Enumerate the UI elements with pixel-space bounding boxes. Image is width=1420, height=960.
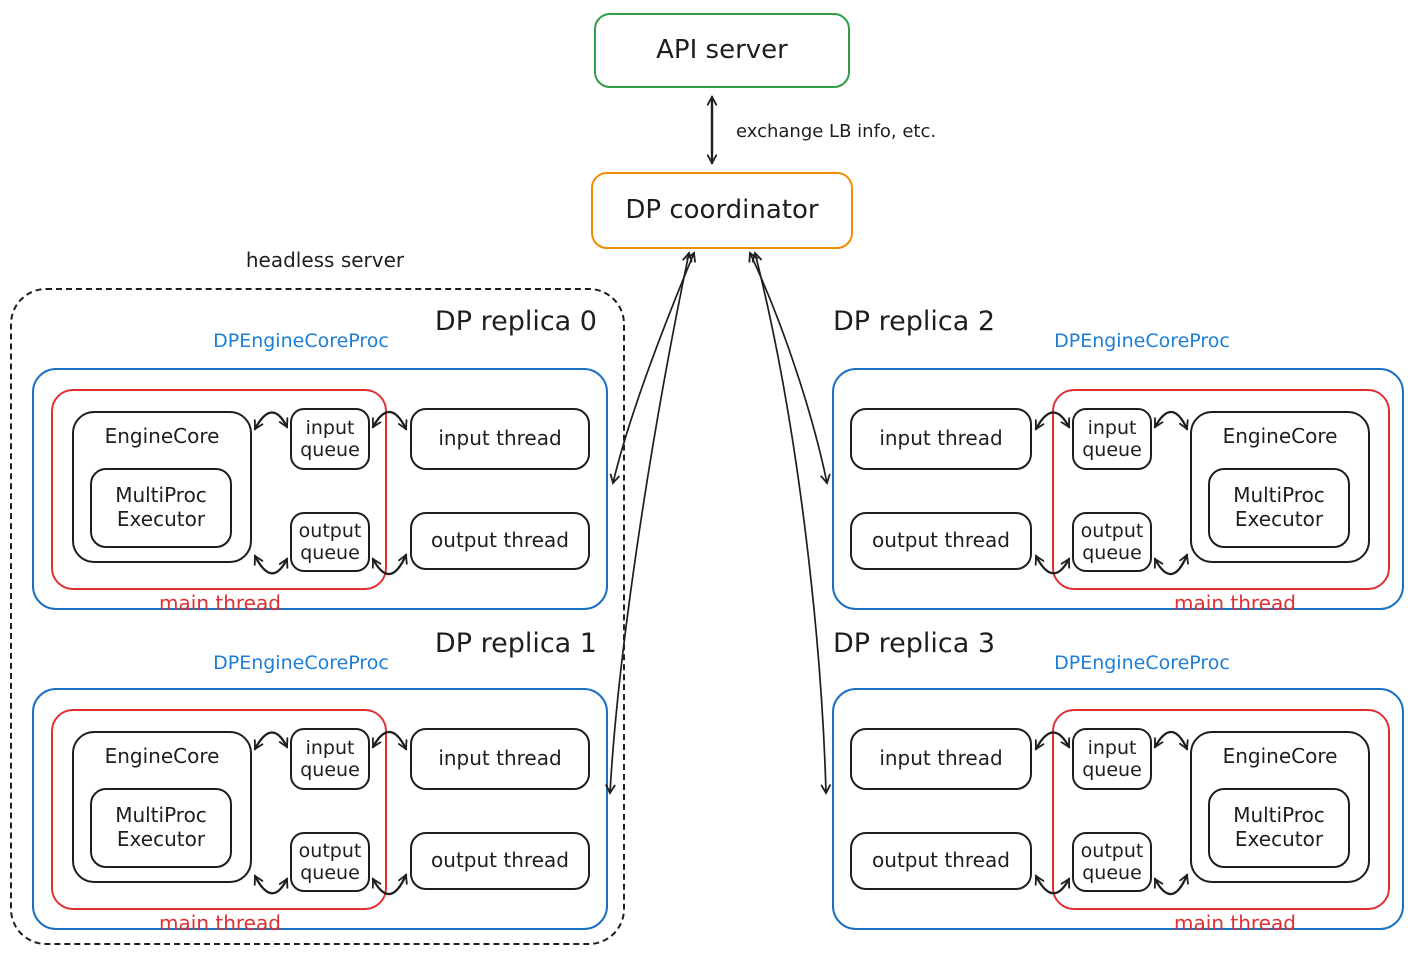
replica1-output-thread-label: output thread xyxy=(431,848,569,873)
replica3-engine-core-label: EngineCore xyxy=(1222,744,1338,768)
replica1-proc-label: DPEngineCoreProc xyxy=(213,652,389,674)
replica0-output-queue-label: output queue xyxy=(298,519,362,564)
replica0-multiproc-executor-label: MultiProc Executor xyxy=(115,483,207,531)
replica3-multiproc-executor-box: MultiProc Executor xyxy=(1208,788,1350,868)
replica1-output-queue-box: output queue xyxy=(290,832,370,892)
replica1-input-queue-box: input queue xyxy=(290,728,370,790)
replica2-output-thread-box: output thread xyxy=(850,512,1032,570)
replica1-engine-core-label: EngineCore xyxy=(104,744,220,768)
replica3-proc-label: DPEngineCoreProc xyxy=(1054,652,1230,674)
replica0-output-thread-label: output thread xyxy=(431,528,569,553)
replica1-multiproc-executor-label: MultiProc Executor xyxy=(115,803,207,851)
replica3-input-thread-label: input thread xyxy=(879,746,1003,771)
replica1-process-box xyxy=(32,688,608,930)
replica3-input-queue-box: input queue xyxy=(1072,728,1152,790)
replica1-input-thread-label: input thread xyxy=(438,746,562,771)
replica3-input-queue-label: input queue xyxy=(1082,736,1142,781)
api-server-label: API server xyxy=(656,35,788,66)
replica2-main-thread-box xyxy=(1052,389,1390,590)
replica2-multiproc-executor-label: MultiProc Executor xyxy=(1233,483,1325,531)
replica2-process-box xyxy=(832,368,1404,610)
replica2-output-queue-box: output queue xyxy=(1072,512,1152,572)
replica3-input-thread-box: input thread xyxy=(850,728,1032,790)
replica2-input-queue-label: input queue xyxy=(1082,416,1142,461)
replica1-main-thread-label: main thread xyxy=(159,911,281,935)
replica3-title: DP replica 3 xyxy=(833,628,996,659)
replica1-multiproc-executor-box: MultiProc Executor xyxy=(90,788,232,868)
exchange-lb-label: exchange LB info, etc. xyxy=(736,121,937,142)
api-server-box: API server xyxy=(594,13,850,88)
replica0-multiproc-executor-box: MultiProc Executor xyxy=(90,468,232,548)
replica0-title: DP replica 0 xyxy=(434,306,597,337)
replica0-main-thread-box xyxy=(51,389,387,590)
replica3-main-thread-box xyxy=(1052,709,1390,910)
replica3-output-thread-label: output thread xyxy=(872,848,1010,873)
arrow-coordinator-replica3 xyxy=(751,251,831,795)
replica2-input-thread-label: input thread xyxy=(879,426,1003,451)
replica2-output-thread-label: output thread xyxy=(872,528,1010,553)
replica2-input-queue-box: input queue xyxy=(1072,408,1152,470)
replica3-multiproc-executor-label: MultiProc Executor xyxy=(1233,803,1325,851)
replica3-output-queue-box: output queue xyxy=(1072,832,1152,892)
replica2-proc-label: DPEngineCoreProc xyxy=(1054,330,1230,352)
replica0-output-thread-box: output thread xyxy=(410,512,590,570)
replica3-main-thread-label: main thread xyxy=(1174,911,1296,935)
replica1-title: DP replica 1 xyxy=(434,628,597,659)
dp-coordinator-box: DP coordinator xyxy=(591,172,853,249)
replica2-main-thread-label: main thread xyxy=(1174,591,1296,615)
replica0-proc-label: DPEngineCoreProc xyxy=(213,330,389,352)
arrow-coordinator-replica0 xyxy=(609,251,696,485)
replica2-engine-core-label: EngineCore xyxy=(1222,424,1338,448)
replica3-output-thread-box: output thread xyxy=(850,832,1032,890)
replica1-input-queue-label: input queue xyxy=(300,736,360,781)
replica3-process-box xyxy=(832,688,1404,930)
replica1-input-thread-box: input thread xyxy=(410,728,590,790)
replica1-main-thread-box xyxy=(51,709,387,910)
replica1-output-thread-box: output thread xyxy=(410,832,590,890)
replica0-engine-core-label: EngineCore xyxy=(104,424,220,448)
replica2-multiproc-executor-box: MultiProc Executor xyxy=(1208,468,1350,548)
replica3-output-queue-label: output queue xyxy=(1080,839,1144,884)
replica0-output-queue-box: output queue xyxy=(290,512,370,572)
arrow-coordinator-replica2 xyxy=(748,251,831,485)
headless-server-label: headless server xyxy=(245,248,405,272)
replica2-input-thread-box: input thread xyxy=(850,408,1032,470)
replica2-title: DP replica 2 xyxy=(833,306,996,337)
replica0-input-queue-label: input queue xyxy=(300,416,360,461)
replica0-input-thread-label: input thread xyxy=(438,426,562,451)
dp-coordinator-label: DP coordinator xyxy=(625,195,819,226)
replica0-main-thread-label: main thread xyxy=(159,591,281,615)
replica0-input-queue-box: input queue xyxy=(290,408,370,470)
replica0-input-thread-box: input thread xyxy=(410,408,590,470)
replica1-output-queue-label: output queue xyxy=(298,839,362,884)
replica2-output-queue-label: output queue xyxy=(1080,519,1144,564)
